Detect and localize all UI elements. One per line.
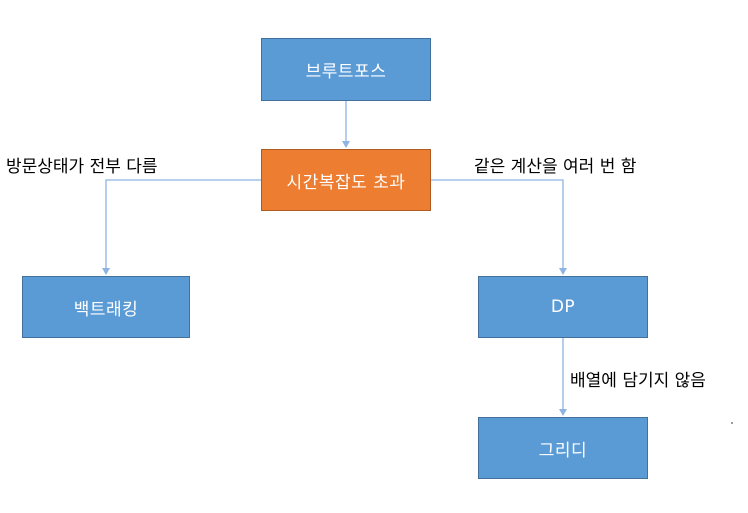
node-dp: DP bbox=[478, 276, 648, 338]
node-brute-force: 브루트포스 bbox=[261, 38, 431, 101]
edge-label-visit-state: 방문상태가 전부 다름 bbox=[6, 157, 158, 177]
edge-time-to-backtracking bbox=[102, 179, 261, 275]
edge-label-not-in-array: 배열에 담기지 않음 bbox=[570, 371, 706, 391]
edge-time-to-dp bbox=[431, 179, 567, 275]
stray-dot bbox=[731, 422, 733, 424]
node-time-exceeded: 시간복잡도 초과 bbox=[261, 149, 431, 211]
node-backtracking: 백트래킹 bbox=[22, 276, 190, 338]
node-greedy: 그리디 bbox=[478, 417, 648, 479]
edge-label-same-calculation: 같은 계산을 여러 번 함 bbox=[474, 157, 637, 177]
